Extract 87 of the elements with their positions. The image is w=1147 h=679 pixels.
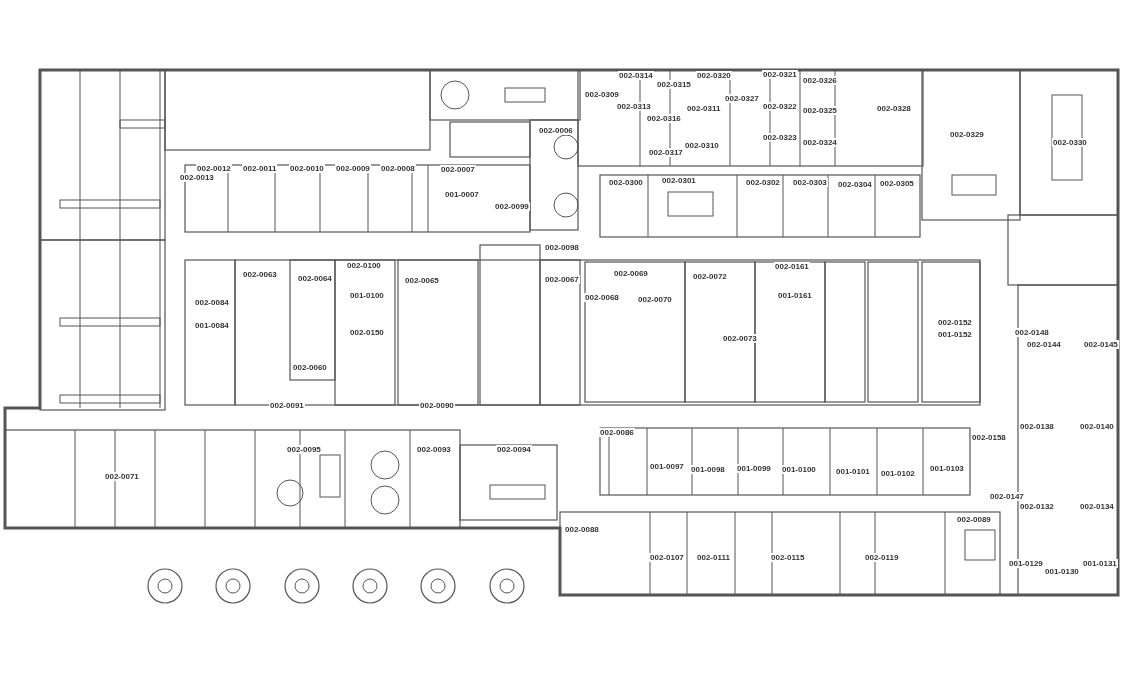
room-number: 001-0007 <box>444 190 480 199</box>
room-number: 002-0310 <box>684 141 720 150</box>
room-number: 002-0300 <box>608 178 644 187</box>
room-number: 002-0322 <box>762 102 798 111</box>
room-number: 002-0145 <box>1083 340 1119 349</box>
room-number: 002-0086 <box>599 428 635 437</box>
room-number: 002-0070 <box>637 295 673 304</box>
room-number: 002-0091 <box>269 401 305 410</box>
room-number: 002-0158 <box>971 433 1007 442</box>
room-number: 002-0138 <box>1019 422 1055 431</box>
room-number: 001-0103 <box>929 464 965 473</box>
room-number: 001-0099 <box>736 464 772 473</box>
room-number: 002-0303 <box>792 178 828 187</box>
room-number: 002-0329 <box>949 130 985 139</box>
room-number: 001-0097 <box>649 462 685 471</box>
room-number: 002-0095 <box>286 445 322 454</box>
room-number: 002-0089 <box>956 515 992 524</box>
room-number: 002-0065 <box>404 276 440 285</box>
room-number: 002-0323 <box>762 133 798 142</box>
room-number: 002-0161 <box>774 262 810 271</box>
room-number: 002-0093 <box>416 445 452 454</box>
room-number: 002-0111 <box>696 553 731 562</box>
room-number: 001-0100 <box>781 465 817 474</box>
room-number: 002-0069 <box>613 269 649 278</box>
room-number: 002-0060 <box>292 363 328 372</box>
room-number: 001-0084 <box>194 321 230 330</box>
room-number: 002-0315 <box>656 80 692 89</box>
room-number: 002-0330 <box>1052 138 1088 147</box>
room-number: 002-0100 <box>346 261 382 270</box>
room-number: 002-0013 <box>179 173 215 182</box>
room-number: 002-0008 <box>380 164 416 173</box>
room-number: 002-0134 <box>1079 502 1115 511</box>
room-number: 001-0130 <box>1044 567 1080 576</box>
room-number: 002-0094 <box>496 445 532 454</box>
room-number: 002-0115 <box>770 553 806 562</box>
room-number: 002-0010 <box>289 164 325 173</box>
room-number: 002-0311 <box>686 104 722 113</box>
room-number: 001-0098 <box>690 465 726 474</box>
room-number: 002-0305 <box>879 179 915 188</box>
room-number: 002-0321 <box>762 70 798 79</box>
room-number: 002-0073 <box>722 334 758 343</box>
room-number: 002-0313 <box>616 102 652 111</box>
room-number: 002-0088 <box>564 525 600 534</box>
room-number: 001-0101 <box>835 467 871 476</box>
room-number: 002-0099 <box>494 202 530 211</box>
room-number: 002-0328 <box>876 104 912 113</box>
room-number: 002-0150 <box>349 328 385 337</box>
room-number: 002-0063 <box>242 270 278 279</box>
room-number: 001-0131 <box>1082 559 1118 568</box>
room-number: 001-0152 <box>937 330 973 339</box>
room-number: 002-0067 <box>544 275 580 284</box>
room-number: 002-0147 <box>989 492 1025 501</box>
room-number: 002-0107 <box>649 553 685 562</box>
room-number: 002-0119 <box>864 553 900 562</box>
room-number: 002-0304 <box>837 180 873 189</box>
room-number: 002-0007 <box>440 165 476 174</box>
room-number: 002-0090 <box>419 401 455 410</box>
room-number: 002-0324 <box>802 138 838 147</box>
room-number: 002-0064 <box>297 274 333 283</box>
room-number: 001-0129 <box>1008 559 1044 568</box>
room-number: 002-0320 <box>696 71 732 80</box>
room-number: 002-0314 <box>618 71 654 80</box>
room-number: 002-0316 <box>646 114 682 123</box>
room-number: 002-0132 <box>1019 502 1055 511</box>
room-number: 002-0317 <box>648 148 684 157</box>
room-number: 002-0152 <box>937 318 973 327</box>
room-number: 002-0098 <box>544 243 580 252</box>
room-number: 002-0011 <box>242 164 278 173</box>
room-number: 002-0071 <box>104 472 140 481</box>
room-number: 002-0140 <box>1079 422 1115 431</box>
room-number: 001-0102 <box>880 469 916 478</box>
room-number: 002-0144 <box>1026 340 1062 349</box>
room-number: 002-0148 <box>1014 328 1050 337</box>
room-number: 002-0325 <box>802 106 838 115</box>
room-number: 002-0068 <box>584 293 620 302</box>
room-number: 002-0309 <box>584 90 620 99</box>
room-number: 002-0302 <box>745 178 781 187</box>
room-number: 002-0326 <box>802 76 838 85</box>
room-number: 002-0084 <box>194 298 230 307</box>
room-number: 002-0009 <box>335 164 371 173</box>
room-number: 002-0072 <box>692 272 728 281</box>
room-number: 002-0012 <box>196 164 232 173</box>
room-number: 002-0006 <box>538 126 574 135</box>
room-number: 002-0327 <box>724 94 760 103</box>
room-number: 002-0301 <box>661 176 697 185</box>
room-number: 001-0161 <box>777 291 813 300</box>
room-number: 001-0100 <box>349 291 385 300</box>
